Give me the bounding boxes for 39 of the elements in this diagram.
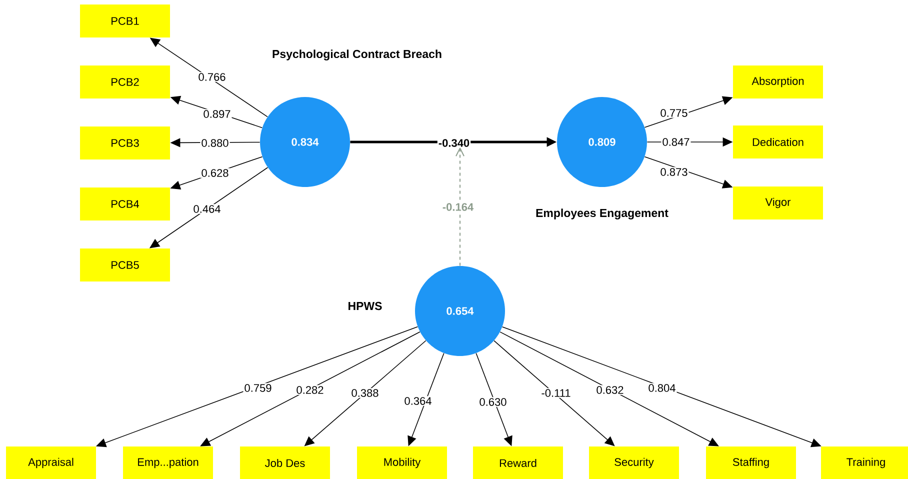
edge-label: -0.164 [441, 202, 475, 212]
edge-label: 0.630 [478, 397, 508, 407]
indicator-box: Appraisal [6, 446, 96, 479]
node-heading: Psychological Contract Breach [272, 50, 442, 60]
indicator-box: Vigor [733, 186, 823, 220]
node-heading: Employees Engagement [536, 208, 668, 220]
indicator-box: Training [821, 446, 908, 479]
indicator-box: PCB3 [80, 126, 170, 160]
edge-label: 0.880 [200, 138, 230, 148]
edge-label: 0.632 [595, 385, 625, 395]
arrow [456, 147, 464, 266]
indicator-box: Emp...pation [123, 446, 213, 479]
edge-label: 0.364 [403, 396, 433, 406]
edge-label: 0.847 [661, 137, 691, 147]
indicator-box: Job Des [240, 446, 330, 479]
indicator-box: Reward [473, 446, 563, 479]
edge-label: -0.340 [437, 138, 471, 148]
arrow [494, 340, 615, 446]
node-heading: HPWS [348, 302, 382, 310]
edge-label: 0.282 [295, 385, 325, 395]
indicator-box: PCB1 [80, 4, 170, 38]
edge-label: 0.775 [659, 108, 689, 118]
indicator-box: Security [589, 446, 679, 479]
edge-label: 0.388 [350, 388, 380, 398]
edge-label: 0.766 [197, 72, 227, 82]
indicator-box: Mobility [357, 446, 447, 479]
edge-label: 0.873 [659, 167, 689, 177]
edge-label: 0.464 [192, 204, 222, 214]
indicator-box: Absorption [733, 66, 823, 98]
indicator-box: PCB4 [80, 188, 170, 220]
indicator-box: Dedication [733, 126, 823, 158]
indicator-box: PCB2 [80, 66, 170, 98]
edge-label: 0.804 [647, 383, 677, 393]
edge-label: -0.111 [540, 388, 572, 398]
edge-label: 0.897 [202, 109, 232, 119]
edge-label: 0.628 [200, 168, 230, 178]
indicator-box: Staffing [706, 446, 796, 479]
edge-label: 0.759 [243, 383, 273, 393]
indicator-box: PCB5 [80, 248, 170, 282]
